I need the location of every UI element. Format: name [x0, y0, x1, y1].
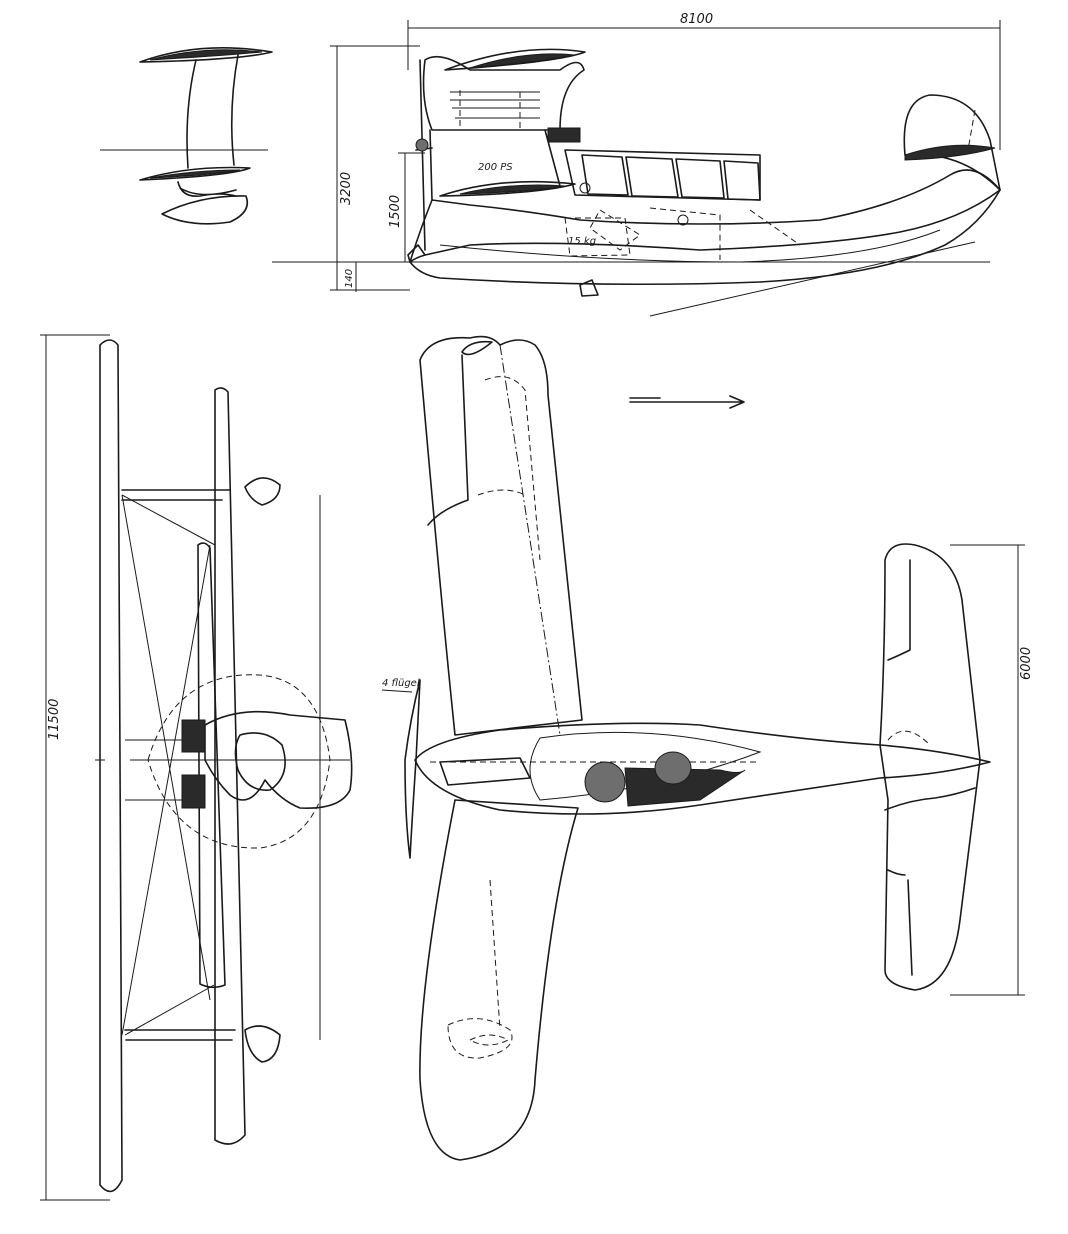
plan-view: 4 flügel 6000: [381, 335, 1034, 1161]
dim-span: 11500: [47, 699, 62, 740]
dim-tailplane-span: 6000: [1019, 647, 1034, 680]
side-view: 8100 3200 1500 140: [272, 12, 1001, 317]
label-propeller: 4 flügel: [382, 678, 420, 689]
arrow-direction-icon: [629, 395, 745, 409]
dim-hull-height: 1500: [388, 195, 403, 228]
label-engine-power: 200 PS: [478, 162, 513, 173]
dim-length: 8100: [680, 12, 713, 27]
front-view: 11500: [40, 334, 353, 1201]
label-fuel: 15 kg: [568, 236, 596, 247]
dim-draft: 140: [344, 269, 355, 288]
dim-height: 3200: [339, 172, 354, 205]
front-view-small: [100, 46, 273, 225]
